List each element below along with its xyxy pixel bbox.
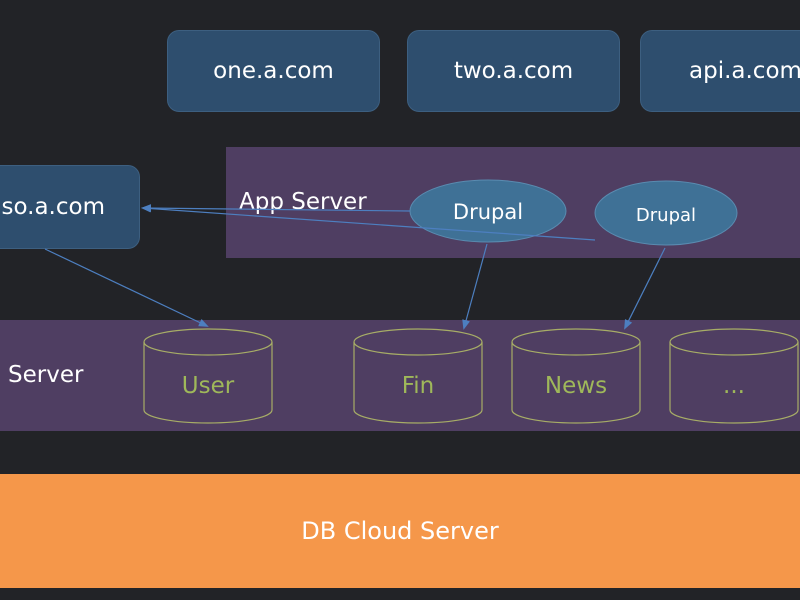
- domain-label-one: one.a.com: [213, 58, 334, 84]
- db-label-news: News: [545, 373, 607, 399]
- arrow-drupal2-to-sso: [141, 204, 596, 241]
- domain-label-api: api.a.com: [689, 58, 800, 84]
- db-cylinder-news: News: [511, 328, 641, 424]
- db-label-fin: Fin: [402, 373, 435, 399]
- db-server-label: Server: [8, 362, 84, 388]
- db-label-more: ...: [723, 373, 745, 399]
- drupal-node-2: Drupal: [594, 180, 738, 246]
- domain-box-two: two.a.com: [407, 30, 620, 112]
- sso-label: so.a.com: [1, 194, 106, 220]
- domain-label-two: two.a.com: [453, 58, 574, 84]
- arrow-sso-to-user: [44, 248, 209, 327]
- drupal-node-1: Drupal: [409, 179, 567, 243]
- db-cylinder-more: ...: [669, 328, 799, 424]
- arrow-drupal1-to-sso: [141, 204, 411, 213]
- arrow-drupal1-to-fin: [462, 243, 488, 330]
- db-server-band: [0, 320, 800, 431]
- db-cloud-server-label: DB Cloud Server: [301, 517, 499, 545]
- sso-box: so.a.com: [0, 165, 140, 249]
- arrow-drupal2-to-news: [624, 247, 666, 330]
- db-cloud-server: DB Cloud Server: [0, 474, 800, 588]
- drupal-node-1-label: Drupal: [453, 200, 523, 224]
- domain-box-api: api.a.com: [640, 30, 800, 112]
- drupal-node-2-label: Drupal: [636, 205, 696, 226]
- db-cylinder-user: User: [143, 328, 273, 424]
- domain-box-one: one.a.com: [167, 30, 380, 112]
- db-cylinder-fin: Fin: [353, 328, 483, 424]
- db-label-user: User: [182, 373, 235, 399]
